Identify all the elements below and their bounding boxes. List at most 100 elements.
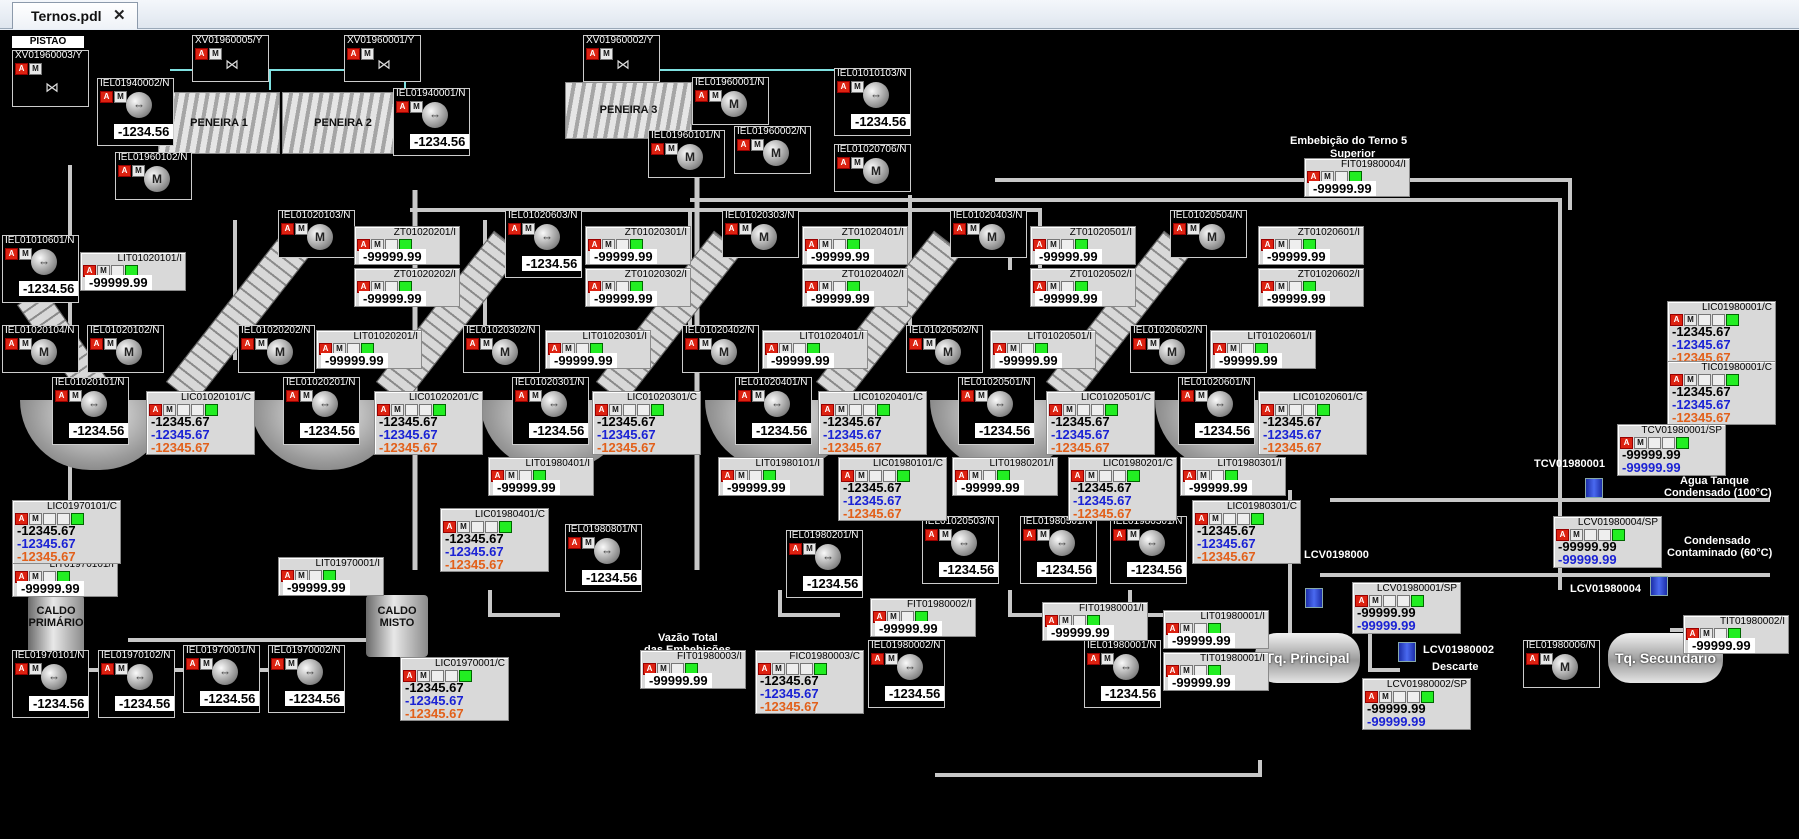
drive-icon[interactable]: ⇔ <box>987 391 1013 417</box>
alarm-icon[interactable]: A <box>685 338 698 350</box>
peneira-1[interactable]: PENEIRA 1 <box>158 92 280 154</box>
manual-icon[interactable]: M <box>772 663 785 675</box>
alarm-icon[interactable]: A <box>925 529 938 541</box>
manual-icon[interactable]: M <box>1195 390 1208 402</box>
drive-icon[interactable]: ⇔ <box>1113 654 1139 680</box>
manual-icon[interactable]: M <box>1187 223 1200 235</box>
manual-icon[interactable]: M <box>115 663 128 675</box>
manual-icon[interactable]: M <box>1197 470 1210 482</box>
manual-icon[interactable]: M <box>209 48 222 60</box>
tq-principal[interactable]: Tq. Principal <box>1255 633 1360 683</box>
alarm-icon[interactable]: A <box>1181 390 1194 402</box>
tab-ternos[interactable]: Ternos.pdl ✕ <box>12 2 138 29</box>
manual-icon[interactable]: M <box>529 390 542 402</box>
motor-icon[interactable]: M <box>492 339 518 365</box>
manual-icon[interactable]: M <box>132 165 145 177</box>
manual-icon[interactable]: M <box>923 338 936 350</box>
alarm-icon[interactable]: A <box>101 663 114 675</box>
manual-icon[interactable]: M <box>885 653 898 665</box>
alarm-icon[interactable]: A <box>1166 623 1179 635</box>
manual-icon[interactable]: M <box>1634 437 1647 449</box>
manual-icon[interactable]: M <box>709 90 722 102</box>
manual-icon[interactable]: M <box>163 404 176 416</box>
manual-icon[interactable]: M <box>803 543 816 555</box>
tq-secundario[interactable]: Tq. Secundario <box>1608 633 1723 683</box>
manual-icon[interactable]: M <box>457 521 470 533</box>
manual-icon[interactable]: M <box>1684 314 1697 326</box>
drive-icon[interactable]: ⇔ <box>31 249 57 275</box>
alarm-icon[interactable]: A <box>508 223 521 235</box>
alarm-icon[interactable]: A <box>1049 404 1062 416</box>
manual-icon[interactable]: M <box>1379 691 1392 703</box>
drive-icon[interactable]: ⇔ <box>41 664 67 690</box>
motor-icon[interactable]: M <box>1159 339 1185 365</box>
motor-icon[interactable]: M <box>677 144 703 170</box>
drive-icon[interactable]: ⇔ <box>863 82 889 108</box>
alarm-icon[interactable]: A <box>1365 691 1378 703</box>
drive-icon[interactable]: ⇔ <box>126 92 152 118</box>
alarm-icon[interactable]: A <box>953 223 966 235</box>
motor-icon[interactable]: M <box>31 339 57 365</box>
manual-icon[interactable]: M <box>410 101 423 113</box>
lcv2-valve-icon[interactable] <box>1398 642 1416 662</box>
drive-icon[interactable]: ⇔ <box>1139 530 1165 556</box>
alarm-icon[interactable]: A <box>738 390 751 402</box>
manual-icon[interactable]: M <box>1101 653 1114 665</box>
drive-icon[interactable]: ⇔ <box>1207 391 1233 417</box>
manual-icon[interactable]: M <box>1147 338 1160 350</box>
drive-icon[interactable]: ⇔ <box>764 391 790 417</box>
alarm-icon[interactable]: A <box>1087 653 1100 665</box>
drive-icon[interactable]: ⇔ <box>312 391 338 417</box>
manual-icon[interactable]: M <box>361 48 374 60</box>
manual-icon[interactable]: M <box>602 281 615 293</box>
manual-icon[interactable]: M <box>1063 404 1076 416</box>
alarm-icon[interactable]: A <box>871 653 884 665</box>
tcv-valve-icon[interactable] <box>1585 478 1603 498</box>
alarm-icon[interactable]: A <box>993 343 1006 355</box>
manual-icon[interactable]: M <box>1540 653 1553 665</box>
drive-icon[interactable]: ⇔ <box>541 391 567 417</box>
manual-icon[interactable]: M <box>665 143 678 155</box>
manual-icon[interactable]: M <box>835 404 848 416</box>
alarm-icon[interactable]: A <box>568 537 581 549</box>
manual-icon[interactable]: M <box>29 663 42 675</box>
motor-icon[interactable]: M <box>721 91 747 117</box>
